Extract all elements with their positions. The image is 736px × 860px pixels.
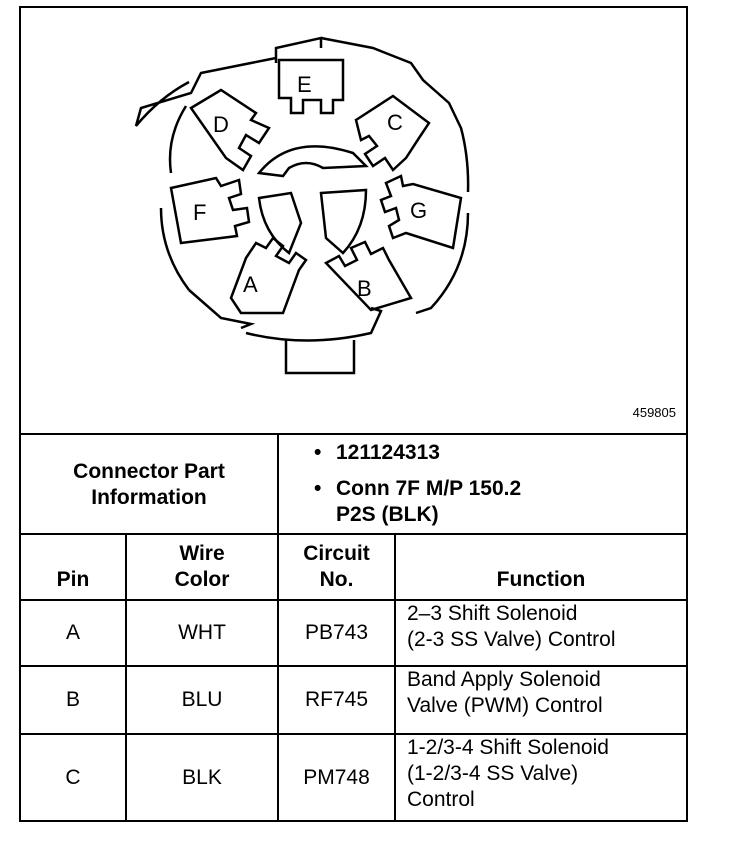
inner-wedge-left	[257, 191, 303, 255]
row-b-function-line2: Valve (PWM) Control	[407, 694, 603, 717]
row-b-function: Band Apply Solenoid Valve (PWM) Control	[396, 667, 686, 733]
pin-label-c: C	[387, 110, 403, 135]
cavity-a	[229, 236, 308, 315]
outer-wall-right-lower	[415, 212, 470, 315]
row-c-function: 1-2/3-4 Shift Solenoid (1-2/3-4 SS Valve…	[396, 735, 686, 820]
cavity-b	[323, 240, 413, 312]
pin-label-e: E	[297, 72, 312, 97]
header-pin: Pin	[56, 568, 90, 591]
row-a-color: WHT	[178, 621, 226, 644]
connector-type-bullet: •Conn 7F M/P 150.2 P2S (BLK)	[314, 477, 522, 526]
part-number: 121124313	[336, 441, 440, 464]
row-b-rule	[21, 733, 686, 735]
row-a-function-line1: 2–3 Shift Solenoid	[407, 602, 578, 625]
center-arc	[256, 145, 369, 178]
row-b-function-line1: Band Apply Solenoid	[407, 668, 601, 691]
part-info-label-line2: Information	[91, 486, 207, 509]
cavity-g	[379, 174, 463, 250]
header-function: Function	[496, 568, 586, 591]
cavity-d	[189, 88, 271, 172]
outer-wall-bottom-left	[188, 289, 256, 330]
inner-wedge-right	[319, 188, 368, 255]
pin-label-g: G	[410, 198, 427, 223]
pin-label-a: A	[243, 272, 258, 297]
connector-type: Conn 7F M/P 150.2	[336, 477, 522, 500]
row-b-pin: B	[65, 688, 80, 711]
cavity-e	[277, 58, 345, 115]
outer-wall-left-top	[168, 105, 188, 174]
header-wire-color-line1: Wire	[179, 542, 225, 565]
row-c-function-line2: (1-2/3-4 SS Valve)	[407, 762, 579, 785]
row-a-circuit: PB743	[304, 621, 369, 644]
header-rule	[21, 599, 686, 601]
row-a-function: 2–3 Shift Solenoid (2-3 SS Valve) Contro…	[396, 601, 686, 665]
row-c-function-line3: Control	[407, 788, 475, 811]
col-divider-3	[394, 535, 396, 820]
row-c-circuit: PM748	[303, 765, 370, 789]
part-number-bullet: •121124313	[314, 441, 440, 464]
pin-label-f: F	[193, 200, 206, 225]
col-divider-1	[125, 535, 127, 820]
figure-id: 459805	[632, 405, 676, 420]
row-b-circuit: RF745	[304, 688, 369, 711]
col-divider-2	[277, 535, 279, 820]
row-c-color: BLK	[182, 765, 222, 789]
row-a-pin: A	[65, 621, 80, 644]
outer-wall-right	[320, 36, 470, 193]
info-divider	[277, 433, 279, 535]
part-info-label: Connector Part Information	[21, 435, 277, 535]
header-wire-color-line2: Color	[174, 568, 230, 591]
connector-sheet: E D C F G A B 459805 Connector Part Info…	[19, 6, 688, 822]
outer-wall-top-left	[134, 56, 277, 127]
outer-wall-top	[274, 36, 323, 63]
header-wire-color: Wire Color	[127, 535, 277, 599]
cavity-c	[354, 94, 431, 172]
row-b-color: BLU	[181, 688, 223, 711]
table-top-rule	[21, 533, 686, 535]
row-c-pin: C	[65, 765, 81, 789]
connector-diagram: E D C F G A B 459805	[21, 8, 686, 435]
row-a-rule	[21, 665, 686, 667]
row-a-function-line2: (2-3 SS Valve) Control	[407, 628, 616, 651]
outer-wall-left	[159, 207, 190, 291]
row-c-function-line1: 1-2/3-4 Shift Solenoid	[407, 736, 609, 759]
part-info-label-line1: Connector Part	[73, 460, 225, 483]
key-tab	[284, 340, 356, 375]
connector-type-line2: P2S (BLK)	[336, 503, 439, 526]
header-circuit-line1: Circuit	[303, 542, 370, 565]
outer-wall-bottom	[245, 306, 383, 342]
pin-label-b: B	[357, 276, 372, 301]
pin-label-d: D	[213, 112, 229, 137]
connector-face-svg: E D C F G A B	[134, 36, 470, 375]
cavity-f	[169, 176, 251, 245]
header-circuit: Circuit No.	[279, 535, 394, 599]
header-circuit-line2: No.	[319, 568, 354, 591]
